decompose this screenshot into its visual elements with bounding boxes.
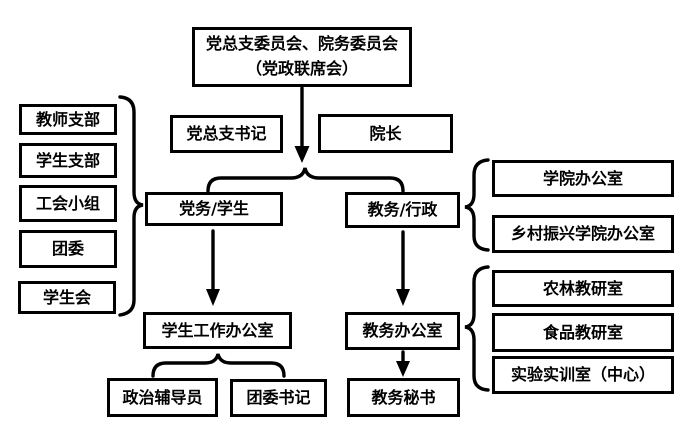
node-dean: 院长 xyxy=(318,114,453,153)
node-league-secretary: 团委书记 xyxy=(230,379,327,417)
node-academic-secretary: 教务秘书 xyxy=(347,378,460,417)
node-lab-training-center: 实验实训室（中心） xyxy=(492,356,674,394)
joint-committee-line2: （党政联席会） xyxy=(245,59,358,78)
brace-right-teaching-group xyxy=(464,265,490,392)
node-union-group: 工会小组 xyxy=(19,185,117,222)
node-food-teaching-office: 食品教研室 xyxy=(492,313,674,352)
node-joint-committee: 党总支委员会、院务委员会 （党政联席会） xyxy=(192,27,412,87)
arrowhead-party-to-studentwork xyxy=(206,289,220,306)
brace-branch-split xyxy=(206,167,405,193)
node-agroforestry-teaching-office: 农林教研室 xyxy=(492,270,674,307)
node-youth-league: 团委 xyxy=(19,230,117,268)
joint-committee-line1: 党总支委员会、院务委员会 xyxy=(205,34,398,54)
node-academic-admin-affairs: 教务/行政 xyxy=(345,192,460,228)
arrowhead-academicoffice-to-secretary xyxy=(396,361,410,377)
node-party-secretary: 党总支书记 xyxy=(170,115,283,153)
brace-right-admin-group xyxy=(464,158,490,252)
arrowhead-committee-to-branches xyxy=(294,146,310,163)
brace-studentwork-split xyxy=(151,353,286,378)
node-student-party-branch: 学生支部 xyxy=(19,143,117,178)
node-college-office: 学院办公室 xyxy=(492,160,674,197)
node-student-work-office: 学生工作办公室 xyxy=(143,312,292,349)
node-rural-revitalization-office: 乡村振兴学院办公室 xyxy=(492,215,674,253)
node-student-union: 学生会 xyxy=(18,281,116,314)
brace-left-group xyxy=(118,95,144,317)
arrowhead-admin-to-academicoffice xyxy=(396,289,410,306)
node-academic-affairs-office: 教务办公室 xyxy=(345,312,460,350)
node-party-student-affairs: 党务/学生 xyxy=(145,192,283,226)
node-political-counselor: 政治辅导员 xyxy=(107,378,218,417)
node-teacher-party-branch: 教师支部 xyxy=(19,104,117,135)
